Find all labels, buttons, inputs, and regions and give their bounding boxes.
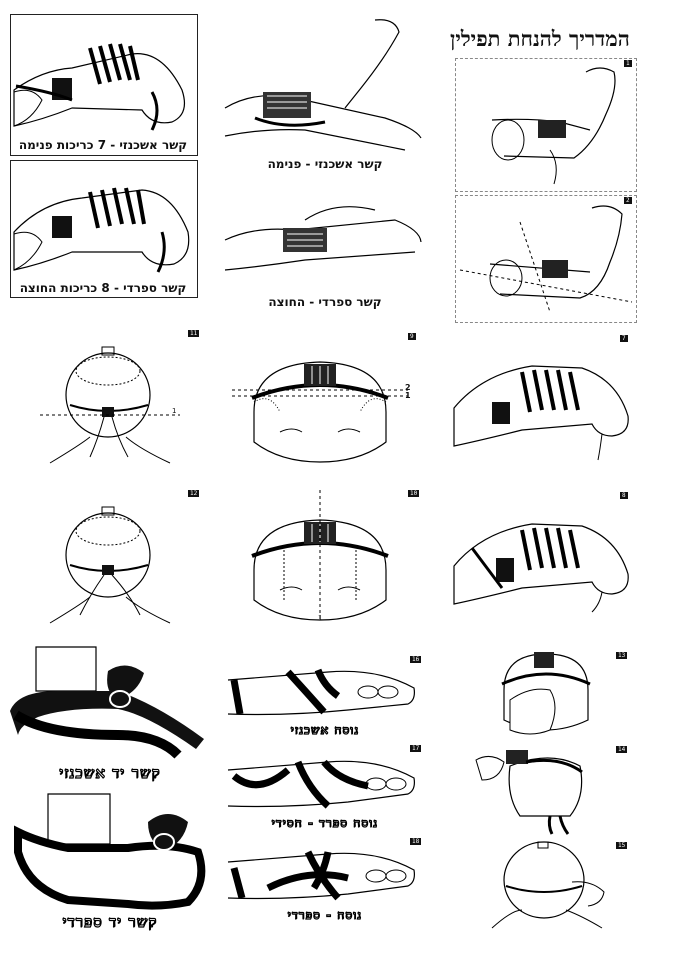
step-9-number: 9 — [408, 333, 416, 340]
step-16-number: 16 — [410, 656, 422, 663]
step-1-number: 1 — [624, 60, 632, 67]
step-12-number: 12 — [188, 490, 200, 497]
step-9-illustration — [240, 352, 400, 462]
step-11-number: 11 — [188, 330, 200, 337]
panel-ashkenazi-inward — [10, 14, 198, 156]
hand-knot-sephardi-illustration — [8, 792, 208, 912]
caption-hand-knot-sephardi: קשר יד ספרדי — [62, 912, 158, 931]
step-9-line-label-1: 1 — [405, 391, 411, 400]
caption-version-ashkenazi: נוסח אשכנזי — [290, 722, 360, 737]
step-2-illustration — [460, 202, 632, 320]
step-16-illustration — [228, 666, 418, 722]
step-14-illustration — [470, 750, 590, 836]
caption-sephardi-panel: קשר ספרדי - החוצה — [268, 295, 382, 309]
page-title: המדריך להנחת תפילין — [450, 26, 630, 51]
caption-sephardi-outward: קשר ספרדי - 8 כריכות החוצה — [19, 281, 187, 295]
step-15-number: 15 — [616, 842, 628, 849]
hand-knot-ashkenazi-illustration — [10, 645, 204, 760]
step-13-illustration — [490, 652, 600, 740]
arm-knot-sephardi-illustration — [225, 190, 425, 290]
arm-knot-ashkenazi-illustration — [225, 18, 425, 153]
step-1-box — [455, 58, 637, 192]
step-13-number: 13 — [616, 652, 628, 659]
step-8-number: 8 — [620, 492, 628, 499]
arm-illustration-ashkenazi — [12, 30, 196, 134]
step-10-number: 10 — [408, 490, 420, 497]
step-18-number: 18 — [410, 838, 422, 845]
step-8-illustration — [452, 508, 637, 618]
caption-version-sephardi: נוסח - ספרדי — [287, 907, 363, 922]
step-2-number: 2 — [624, 197, 632, 204]
step-7-illustration — [452, 350, 637, 460]
step-9-line-label-2: 2 — [405, 383, 411, 392]
caption-ashkenazi-panel: קשר אשכנזי - פנימה — [267, 157, 383, 171]
caption-hand-knot-ashkenazi: קשר יד אשכנזי — [59, 763, 161, 782]
step-15-illustration — [492, 840, 612, 930]
step-7-number: 7 — [620, 335, 628, 342]
step-17-number: 17 — [410, 745, 422, 752]
caption-ashkenazi-inward: קשר אשכנזי - 7 כריכות פנימה — [18, 138, 188, 152]
step-11-line-label: 1 — [172, 407, 177, 415]
step-2-box — [455, 195, 637, 323]
step-14-number: 14 — [616, 746, 628, 753]
step-18-illustration — [228, 848, 418, 906]
step-17-illustration — [228, 756, 418, 814]
caption-version-sephard-hasidi: נוסח ספרד - חסידי — [271, 815, 379, 830]
arm-illustration-sephardi — [12, 172, 196, 276]
step-11-illustration — [40, 345, 190, 465]
step-1-illustration — [490, 64, 630, 189]
panel-sephardi-outward — [10, 160, 198, 298]
step-12-illustration — [40, 505, 190, 625]
step-10-illustration — [240, 510, 400, 620]
step-10-line-label: 1 — [318, 614, 323, 622]
